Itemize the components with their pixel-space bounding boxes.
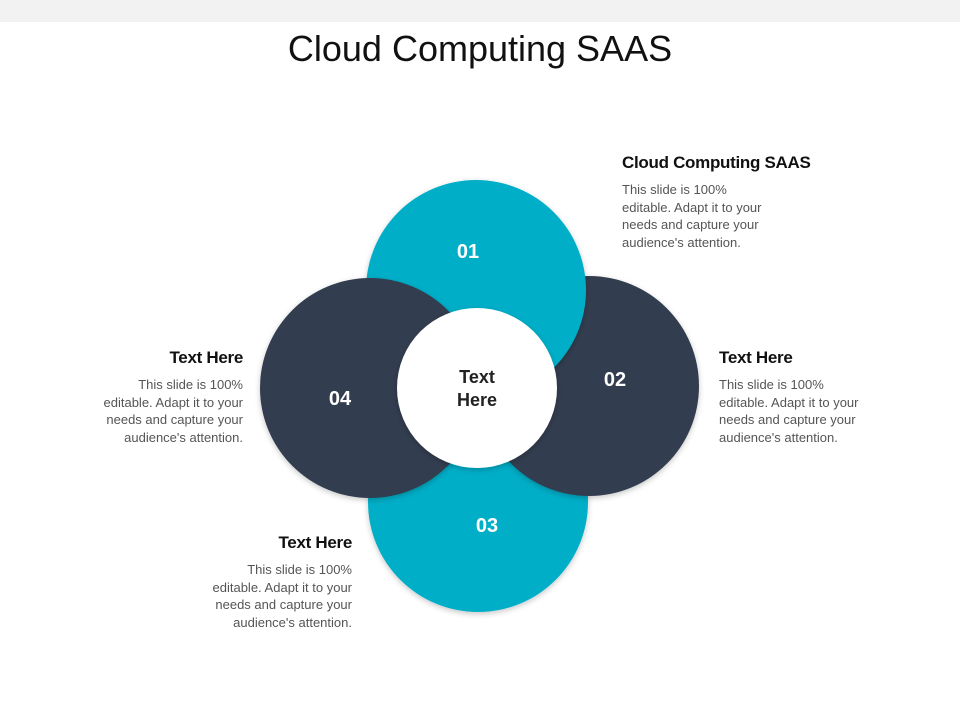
center-text-line1: Text xyxy=(459,367,495,387)
label-04: Text Here This slide is 100% editable. A… xyxy=(23,348,244,446)
petal-03-number: 03 xyxy=(476,515,498,537)
label-02-body-line: needs and capture your xyxy=(719,412,856,427)
label-03-body-line: This slide is 100% xyxy=(247,562,352,577)
label-01-body-line: This slide is 100% xyxy=(622,182,727,197)
label-02: Text Here This slide is 100% editable. A… xyxy=(719,348,939,446)
label-04-body: This slide is 100% editable. Adapt it to… xyxy=(23,376,243,446)
label-02-body-line: editable. Adapt it to your xyxy=(719,394,859,410)
center-circle xyxy=(397,308,557,468)
label-03-body: This slide is 100% editable. Adapt it to… xyxy=(132,561,352,631)
top-bar xyxy=(0,0,960,22)
label-01-body-line: audience's attention. xyxy=(622,234,741,250)
label-02-body-line: audience's attention. xyxy=(719,429,838,445)
label-03: Text Here This slide is 100% editable. A… xyxy=(132,533,353,631)
label-03-body-line: editable. Adapt it to your xyxy=(212,579,352,595)
label-01-body: This slide is 100% editable. Adapt it to… xyxy=(622,181,842,251)
label-04-body-line: This slide is 100% xyxy=(138,377,243,392)
label-02-body: This slide is 100% editable. Adapt it to… xyxy=(719,376,939,446)
petal-04-number: 04 xyxy=(329,388,352,410)
label-01: Cloud Computing SAAS This slide is 100% … xyxy=(622,153,842,251)
label-03-heading: Text Here xyxy=(278,533,352,552)
label-01-body-line: needs and capture your xyxy=(622,217,759,232)
petal-02-number: 02 xyxy=(604,369,626,391)
label-04-body-line: audience's attention. xyxy=(124,429,243,445)
label-03-body-line: needs and capture your xyxy=(215,597,352,612)
label-04-body-line: needs and capture your xyxy=(106,412,243,427)
label-02-body-line: This slide is 100% xyxy=(719,377,824,392)
label-04-body-line: editable. Adapt it to your xyxy=(103,394,243,410)
center-text-line2: Here xyxy=(457,390,497,410)
slide-title: Cloud Computing SAAS xyxy=(287,28,673,69)
label-02-heading: Text Here xyxy=(719,348,793,367)
label-01-body-line: editable. Adapt it to your xyxy=(622,199,762,215)
label-03-body-line: audience's attention. xyxy=(233,614,352,630)
label-01-heading: Cloud Computing SAAS xyxy=(622,153,811,172)
petal-01-number: 01 xyxy=(457,241,479,263)
label-04-heading: Text Here xyxy=(169,348,243,367)
